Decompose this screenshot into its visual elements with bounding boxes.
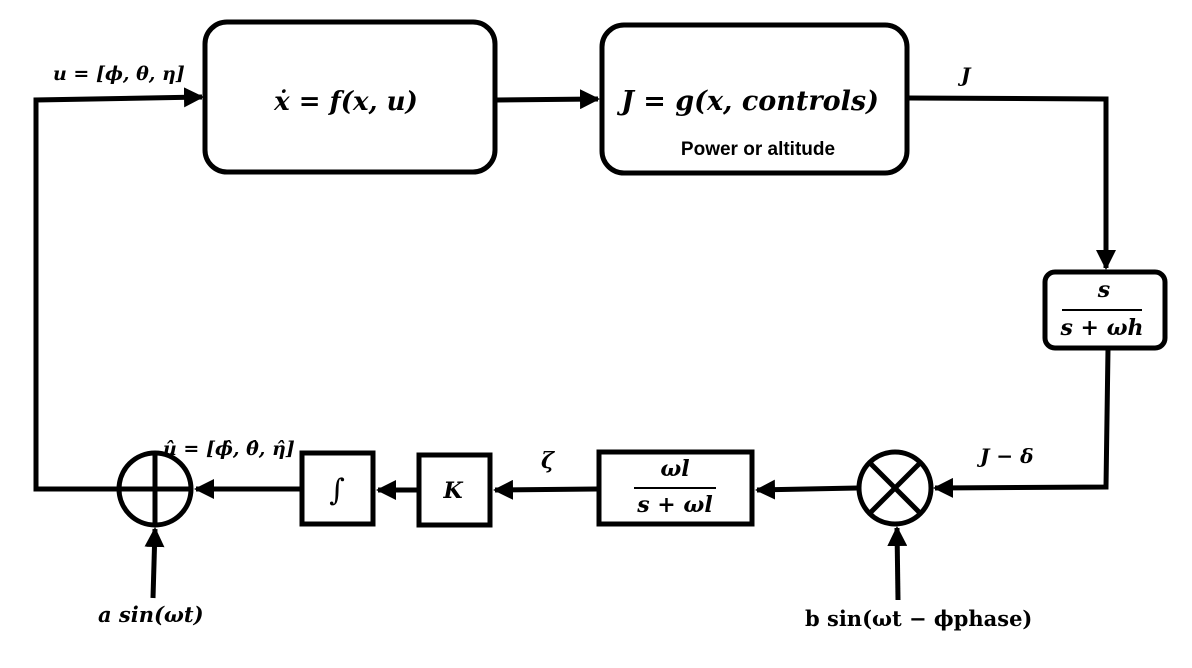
summing-junction (116, 450, 194, 528)
integrator-symbol: ∫ (329, 473, 345, 508)
integrator-block (299, 450, 376, 527)
input-vector-label: u = [ϕ, θ, η] (53, 63, 185, 85)
multiplier-junction (856, 449, 934, 527)
plant-block (202, 19, 498, 175)
feedback-wire-to-plant (33, 87, 204, 492)
gain-block (416, 452, 493, 528)
signal-wires (33, 87, 1116, 601)
wire-demodulation-to-multiplier (887, 526, 908, 601)
demodulation-label: b sin(ωt − ϕphase) (805, 606, 1032, 631)
lowpass-denominator: s + ωl (636, 492, 712, 518)
wire-multiplier-to-lowpass (755, 479, 859, 500)
wire-lowpass-to-gain (493, 479, 598, 500)
wire-objective-to-highpass (908, 95, 1116, 270)
objective-subtitle: Power or altitude (681, 139, 835, 160)
objective-equation: J = g(x, controls) (616, 86, 879, 117)
gain-label: K (442, 478, 463, 504)
zeta-label: ζ (541, 448, 555, 474)
J-minus-delta-label: J − δ (976, 444, 1034, 468)
u-hat-vector-label: û = [ϕ̂, θ̂, η̂] (163, 438, 295, 460)
wire-plant-to-objective (496, 89, 600, 110)
wire-highpass-to-multiplier (933, 348, 1111, 498)
wire-perturbation-to-summer (144, 527, 165, 599)
objective-block (599, 22, 910, 176)
lowpass-filter-block (596, 449, 755, 527)
lowpass-numerator: ωl (660, 456, 689, 482)
highpass-numerator: s (1097, 277, 1110, 303)
perturbation-label: a sin(ωt) (98, 602, 204, 627)
highpass-denominator: s + ωh (1059, 315, 1143, 341)
plant-equation: ẋ = f(x, u) (273, 87, 418, 117)
output-J-label: J (957, 63, 972, 87)
